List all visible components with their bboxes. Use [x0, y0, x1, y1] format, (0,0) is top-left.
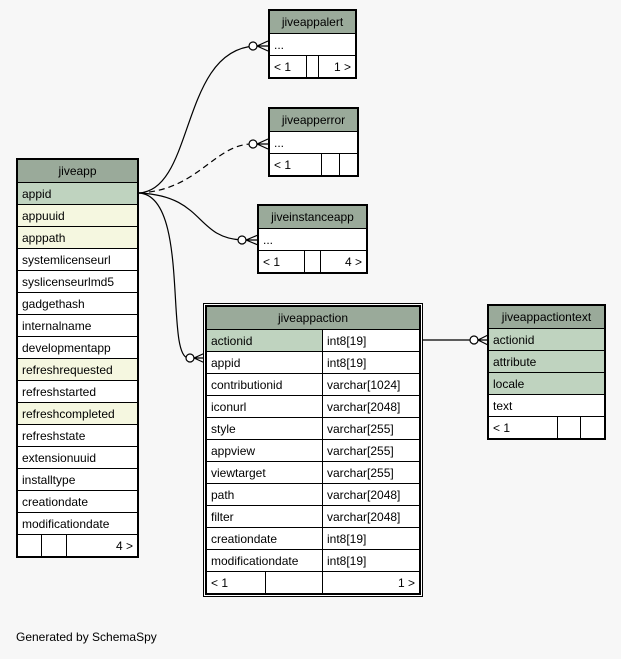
table-title[interactable]: jiveinstanceapp [258, 205, 367, 229]
optional-circle-icon [185, 353, 195, 363]
column-modificationdate[interactable]: modificationdate [206, 549, 323, 572]
column-internalname[interactable]: internalname [17, 314, 138, 337]
generated-by-footer: Generated by SchemaSpy [16, 630, 157, 644]
column-type: varchar[2048] [322, 483, 420, 506]
nav-spacer [305, 55, 320, 78]
column-ellipsis: ... [258, 228, 367, 251]
column-refreshrequested[interactable]: refreshrequested [17, 358, 138, 381]
column-type: int8[19] [322, 549, 420, 572]
table-title[interactable]: jiveapp [17, 159, 138, 183]
column-systemlicenseurl[interactable]: systemlicenseurl [17, 248, 138, 271]
relationship-jiveapp-jiveapperror [138, 143, 256, 194]
parents-count: < 1 [488, 416, 558, 439]
parents-count [16, 534, 43, 557]
column-path[interactable]: path [206, 483, 323, 506]
column-ellipsis: ... [269, 131, 358, 154]
optional-circle-icon [469, 335, 479, 345]
table-jiveapperror[interactable]: jiveapperror ... < 1 [268, 107, 359, 177]
parents-count: < 1 [269, 55, 307, 78]
crows-foot-icon [245, 234, 259, 246]
column-installtype[interactable]: installtype [17, 468, 138, 491]
children-count [580, 416, 605, 439]
table-title[interactable]: jiveapperror [269, 108, 358, 132]
column-appid[interactable]: appid [206, 351, 323, 374]
column-syslicenseurlmd5[interactable]: syslicenseurlmd5 [17, 270, 138, 293]
column-appview[interactable]: appview [206, 439, 323, 462]
column-type: varchar[2048] [322, 505, 420, 528]
optional-circle-icon [237, 235, 247, 245]
column-type: varchar[2048] [322, 395, 420, 418]
table-title[interactable]: jiveappaction [206, 306, 420, 330]
children-count [338, 153, 359, 176]
nav-spacer [320, 153, 340, 176]
column-iconurl[interactable]: iconurl [206, 395, 323, 418]
column-type: varchar[1024] [322, 373, 420, 396]
column-type: int8[19] [322, 329, 420, 352]
column-actionid[interactable]: actionid [488, 328, 605, 351]
children-count: 4 > [319, 250, 368, 273]
column-actionid[interactable]: actionid [206, 329, 323, 352]
column-filter[interactable]: filter [206, 505, 323, 528]
optional-circle-icon [248, 139, 258, 149]
column-type: varchar[255] [322, 417, 420, 440]
children-count: 4 > [65, 534, 139, 557]
column-type: varchar[255] [322, 461, 420, 484]
column-creationdate[interactable]: creationdate [206, 527, 323, 550]
relationship-jiveapp-jiveappalert [138, 45, 256, 194]
table-jiveinstanceapp[interactable]: jiveinstanceapp ... < 1 4 > [257, 204, 368, 274]
children-count: 1 > [322, 571, 420, 594]
nav-spacer [41, 534, 67, 557]
nav-spacer [265, 571, 323, 594]
column-text[interactable]: text [488, 394, 605, 417]
column-refreshstate[interactable]: refreshstate [17, 424, 138, 447]
column-refreshcompleted[interactable]: refreshcompleted [17, 402, 138, 425]
table-title[interactable]: jiveappactiontext [488, 305, 605, 329]
column-type: int8[19] [322, 351, 420, 374]
parents-count: < 1 [206, 571, 266, 594]
column-modificationdate[interactable]: modificationdate [17, 512, 138, 535]
table-jiveappaction[interactable]: jiveappaction actionid int8[19] appid in… [203, 303, 423, 597]
column-extensionuuid[interactable]: extensionuuid [17, 446, 138, 469]
table-jiveappactiontext[interactable]: jiveappactiontext actionid attribute loc… [487, 304, 606, 440]
column-locale[interactable]: locale [488, 372, 605, 395]
column-attribute[interactable]: attribute [488, 350, 605, 373]
parents-count: < 1 [257, 250, 306, 273]
column-refreshstarted[interactable]: refreshstarted [17, 380, 138, 403]
relationship-jiveapp-jiveinstanceapp [138, 192, 243, 241]
crows-foot-icon [256, 138, 269, 150]
parents-count: < 1 [269, 153, 322, 176]
crows-foot-icon [256, 40, 269, 52]
column-creationdate[interactable]: creationdate [17, 490, 138, 513]
table-jiveappalert[interactable]: jiveappalert ... < 1 1 > [268, 9, 357, 79]
nav-spacer [556, 416, 582, 439]
table-title[interactable]: jiveappalert [269, 10, 356, 34]
column-type: varchar[255] [322, 439, 420, 462]
column-ellipsis: ... [269, 33, 356, 56]
column-type: int8[19] [322, 527, 420, 550]
column-apppath[interactable]: apppath [17, 226, 138, 249]
relationship-jiveapp-jiveappaction [138, 192, 189, 359]
table-jiveapp[interactable]: jiveapp appid appuuid apppath systemlice… [16, 158, 139, 558]
column-appuuid[interactable]: appuuid [17, 204, 138, 227]
column-viewtarget[interactable]: viewtarget [206, 461, 323, 484]
column-appid[interactable]: appid [17, 182, 138, 205]
children-count: 1 > [318, 55, 356, 78]
crows-foot-icon [477, 334, 489, 346]
column-style[interactable]: style [206, 417, 323, 440]
column-contributionid[interactable]: contributionid [206, 373, 323, 396]
column-gadgethash[interactable]: gadgethash [17, 292, 138, 315]
nav-spacer [304, 250, 321, 273]
column-developmentapp[interactable]: developmentapp [17, 336, 138, 359]
optional-circle-icon [248, 41, 258, 51]
